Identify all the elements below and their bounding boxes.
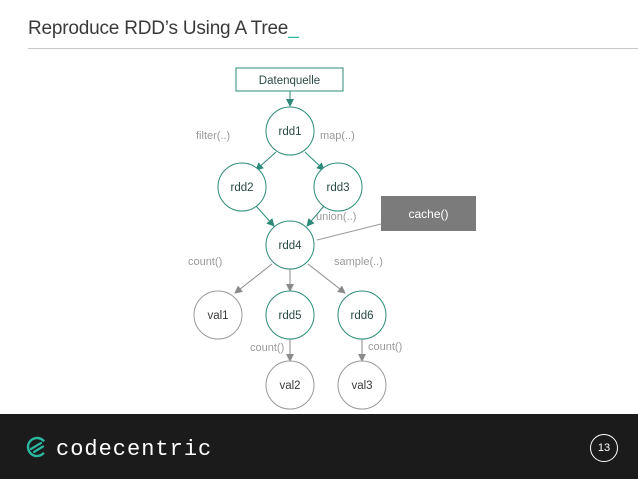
node-val3-circle [337, 360, 387, 410]
label-filter: filter(..) [196, 130, 230, 142]
edges-secondary [234, 223, 382, 362]
node-val2-circle [265, 360, 315, 410]
edge-rdd4-rdd6 [307, 263, 346, 294]
datenquelle-box [235, 67, 344, 92]
page-number: 13 [590, 434, 618, 462]
edge-rdd3-rdd4 [306, 205, 325, 227]
brand-name: codecentric [56, 437, 213, 462]
label-count-rdd5: count() [250, 342, 284, 354]
label-sample: sample(..) [334, 256, 383, 268]
edge-rdd1-rdd3 [304, 151, 325, 171]
label-map: map(..) [320, 130, 355, 142]
cache-callout-label: cache() [408, 207, 448, 221]
datenquelle-label: Datenquelle [259, 75, 320, 87]
edge-rdd2-rdd4 [255, 205, 275, 227]
label-union: union(..) [316, 211, 356, 223]
node-val2-label: val2 [279, 380, 300, 392]
node-rdd5-label: rdd5 [278, 310, 301, 322]
title-cursor: _ [288, 18, 299, 39]
title-divider [28, 48, 638, 49]
rdd-tree-diagram: Datenquelle rdd1 rdd2 rdd3 rdd4 rdd5 rdd… [188, 67, 476, 410]
node-rdd2-label: rdd2 [230, 182, 253, 194]
edges-primary [255, 91, 325, 227]
label-count-rdd6: count() [368, 341, 402, 353]
node-rdd4-label: rdd4 [278, 240, 302, 252]
node-rdd6-label: rdd6 [350, 310, 373, 322]
node-val1-label: val1 [207, 310, 228, 322]
node-val1-circle [193, 290, 243, 340]
title-text: Reproduce RDD’s Using A Tree [28, 18, 289, 39]
edge-rdd4-val1 [234, 263, 273, 294]
node-rdd1-circle [265, 106, 315, 156]
node-rdd1-label: rdd1 [278, 126, 301, 138]
node-rdd5-circle [265, 290, 315, 340]
edge-rdd1-rdd2 [255, 151, 277, 171]
codecentric-logo-icon [26, 436, 48, 463]
footer-bar [0, 414, 638, 479]
node-rdd3-circle [313, 162, 363, 212]
node-rdd4-circle [265, 220, 315, 270]
cache-callout-box [381, 196, 476, 231]
node-rdd3-label: rdd3 [326, 182, 349, 194]
node-rdd2-circle [217, 162, 267, 212]
slide-title: Reproduce RDD’s Using A Tree_ [28, 18, 299, 40]
node-rdd6-circle [337, 290, 387, 340]
label-count-left: count() [188, 256, 222, 268]
brand-logo: codecentric [26, 436, 212, 463]
callout-pointer [316, 223, 382, 241]
node-val3-label: val3 [351, 380, 372, 392]
